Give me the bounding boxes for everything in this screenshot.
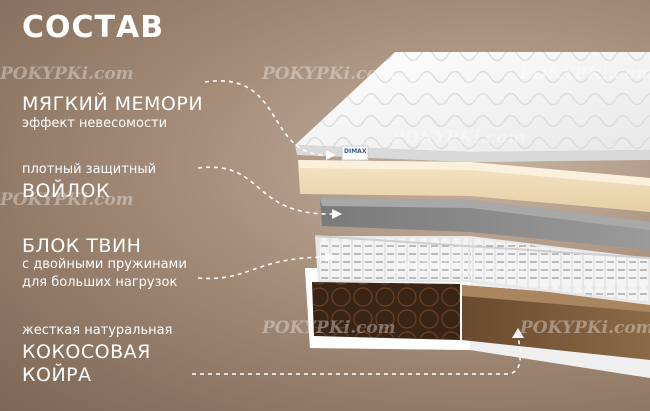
- label-coir-title-2: КОЙРА: [22, 364, 92, 386]
- arrow-felt: [197, 166, 333, 215]
- label-coir-title-1: КОКОСОВАЯ: [22, 341, 151, 363]
- arrow-memory: [204, 80, 327, 156]
- watermark: POKYPKi.com: [262, 318, 396, 338]
- quilted-top-cover: [295, 52, 650, 162]
- brand-tag: [341, 145, 369, 161]
- felt-layer: [320, 198, 650, 250]
- label-springs-desc-2: для больших нагрузок: [22, 275, 178, 290]
- label-coir-desc: жесткая натуральная: [22, 323, 173, 338]
- label-memory-title: МЯГКИЙ МЕМОРИ: [22, 93, 204, 115]
- watermark: POKYPKi.com: [392, 258, 526, 278]
- label-felt-desc: плотный защитный: [22, 162, 157, 177]
- brown-side-panel: [312, 282, 460, 340]
- label-springs-title: БЛОК ТВИН: [22, 235, 142, 257]
- watermark: POKYPKi.com: [520, 318, 650, 338]
- brand-tag-text: DIMAX: [344, 148, 367, 155]
- coir-layer: [462, 285, 650, 360]
- arrow-heads: [325, 150, 524, 338]
- watermark: POKYPKi.com: [262, 64, 396, 84]
- watermark: POKYPKi.com: [0, 190, 134, 210]
- label-felt-title: ВОЙЛОК: [22, 180, 110, 202]
- watermark: POKYPKi.com: [392, 128, 526, 148]
- spring-block: [314, 235, 650, 305]
- arrow-springs: [197, 256, 326, 280]
- watermark: POKYPKi.com: [520, 64, 650, 84]
- page-title: СОСТАВ: [22, 10, 165, 45]
- label-memory-desc: эффект невесомости: [22, 116, 168, 131]
- label-springs-desc-1: с двойными пружинами: [22, 257, 187, 272]
- watermark: POKYPKi.com: [0, 64, 134, 84]
- memory-foam-layer: [298, 160, 650, 212]
- pointer-arrows: [192, 80, 521, 375]
